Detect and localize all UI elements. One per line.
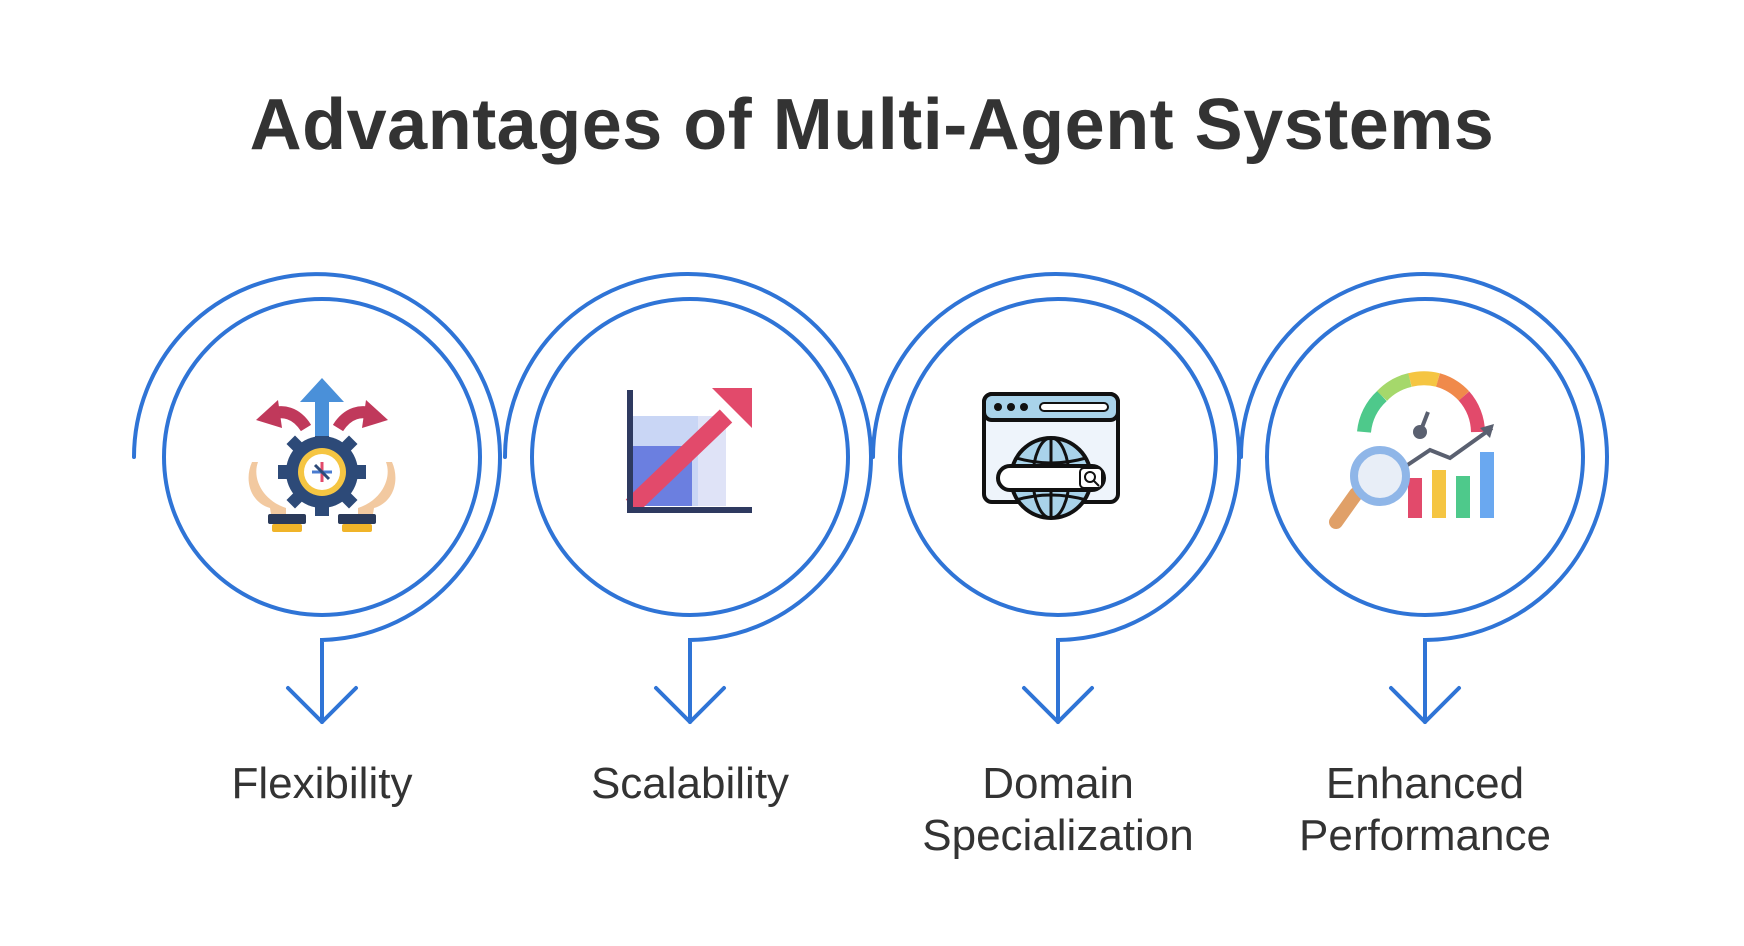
label-enhanced-performance: Enhanced Performance [1299, 759, 1551, 860]
outer-arc-1 [132, 272, 502, 724]
step-flexibility [132, 272, 502, 724]
arrow-head-3 [1022, 686, 1094, 724]
label-flexibility: Flexibility [231, 759, 413, 808]
step-scalability [503, 272, 873, 724]
step-domain-specialization [871, 272, 1241, 724]
page-title: Advantages of Multi-Agent Systems [249, 85, 1495, 165]
label-domain-specialization: Domain Specialization [922, 759, 1194, 860]
arrow-head-4 [1389, 686, 1461, 724]
outer-arc-2 [503, 272, 873, 724]
enhanced-performance-icon [1329, 371, 1494, 529]
inner-circle-4 [1265, 297, 1585, 617]
scalability-icon [625, 388, 752, 513]
outer-arc-4 [1239, 272, 1609, 724]
outer-arc-3 [871, 272, 1241, 724]
arrow-head-2 [654, 686, 726, 724]
flexibility-icon [248, 378, 396, 532]
domain-specialization-icon [982, 392, 1120, 520]
arrow-head-1 [286, 686, 358, 724]
step-enhanced-performance [1239, 272, 1609, 724]
label-scalability: Scalability [590, 759, 790, 808]
